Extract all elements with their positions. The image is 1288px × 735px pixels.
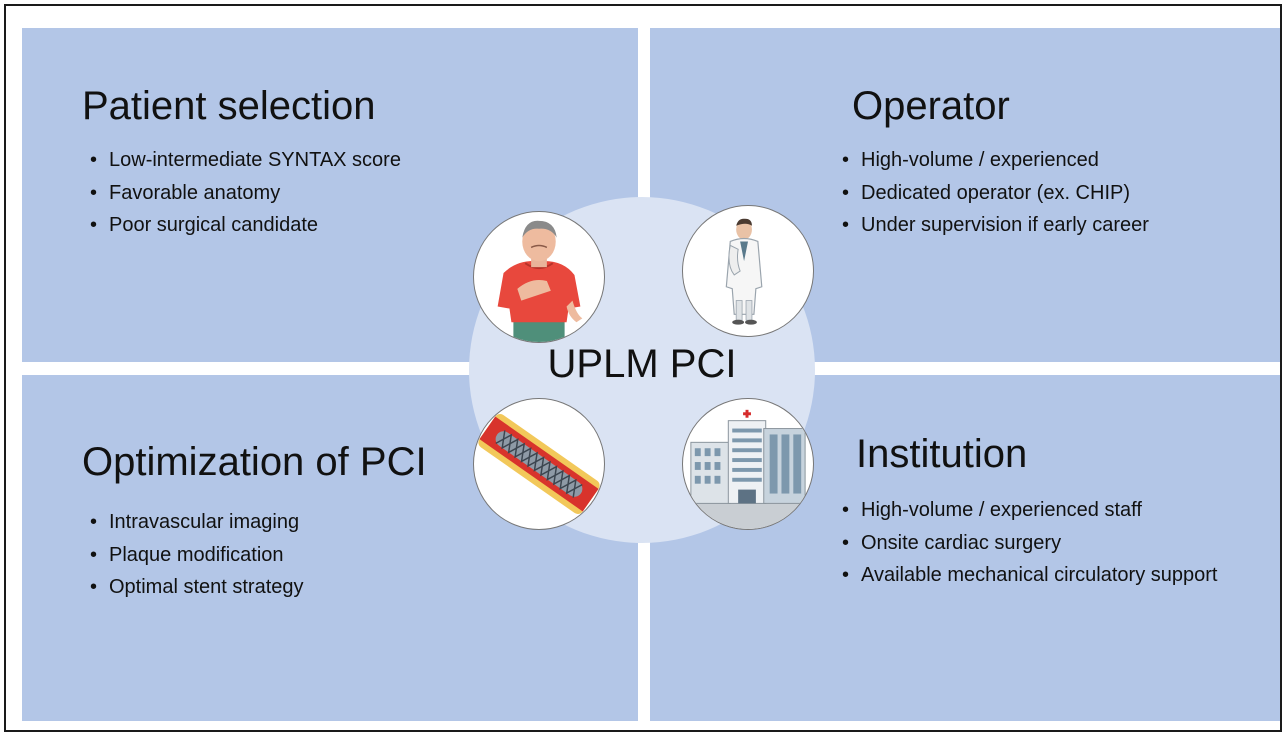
list-item: Available mechanical circulatory support (834, 563, 1224, 587)
institution-list: High-volume / experienced staff Onsite c… (834, 498, 1224, 596)
operator-list: High-volume / experienced Dedicated oper… (834, 148, 1254, 246)
list-item: Under supervision if early career (834, 213, 1254, 237)
doctor-icon (682, 205, 814, 337)
operator-title: Operator (852, 84, 1010, 128)
list-item: Poor surgical candidate (82, 213, 502, 237)
center-label: UPLM PCI (547, 342, 737, 386)
list-item: High-volume / experienced staff (834, 498, 1224, 522)
list-item: Optimal stent strategy (82, 575, 462, 599)
stent-icon (473, 398, 605, 530)
list-item: Low-intermediate SYNTAX score (82, 148, 502, 172)
list-item: Plaque modification (82, 543, 462, 567)
list-item: Intravascular imaging (82, 510, 462, 534)
list-item: High-volume / experienced (834, 148, 1254, 172)
patient-selection-title: Patient selection (82, 84, 376, 128)
hospital-icon (682, 398, 814, 530)
list-item: Onsite cardiac surgery (834, 531, 1224, 555)
optimization-list: Intravascular imaging Plaque modificatio… (82, 510, 462, 608)
list-item: Dedicated operator (ex. CHIP) (834, 181, 1254, 205)
list-item: Favorable anatomy (82, 181, 502, 205)
patient-chest-pain-icon (473, 211, 605, 343)
patient-selection-list: Low-intermediate SYNTAX score Favorable … (82, 148, 502, 246)
optimization-title: Optimization of PCI (82, 440, 427, 484)
institution-title: Institution (856, 432, 1028, 476)
